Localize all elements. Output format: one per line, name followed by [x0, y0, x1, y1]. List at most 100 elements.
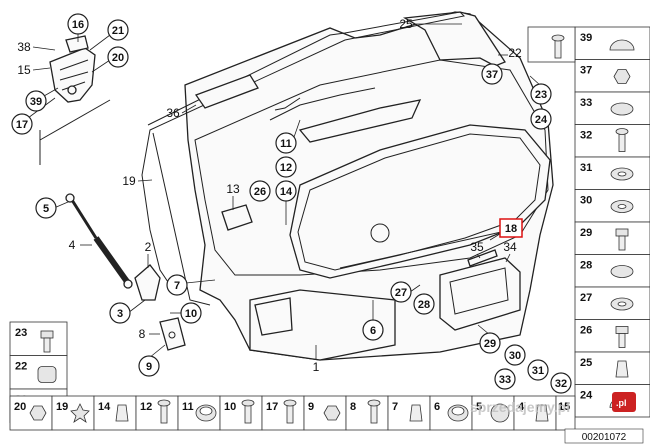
part-number: 7 [392, 401, 398, 413]
callout-label: 13 [226, 182, 240, 196]
callout-27: 27 [390, 281, 412, 303]
part-number: 28 [580, 260, 592, 272]
callout-19: 19 [122, 174, 136, 188]
callout-label: 27 [395, 287, 407, 299]
callout-label: 15 [17, 63, 31, 77]
callout-label: 23 [535, 89, 547, 101]
part-cell-11: 11 [177, 395, 221, 431]
callout-38: 38 [17, 40, 31, 54]
part-cell-39: 39 [574, 26, 650, 60]
callout-label: 12 [280, 162, 292, 174]
part-number: 5 [476, 401, 482, 413]
callout-26: 26 [249, 180, 271, 202]
part-cell-top [527, 26, 576, 63]
part-number: 27 [580, 292, 592, 304]
part-number: 8 [350, 401, 356, 413]
callout-15: 15 [17, 63, 31, 77]
part-number: 32 [580, 130, 592, 142]
part-cell-30: 30 [574, 189, 650, 223]
part-number: 39 [580, 32, 592, 44]
part-number: 29 [580, 227, 592, 239]
callout-label: 9 [146, 361, 152, 373]
callout-7: 7 [166, 274, 188, 296]
callout-label: 24 [535, 114, 548, 126]
part-cell-15: 15 [555, 395, 576, 431]
part-number: 30 [580, 195, 592, 207]
callout-label: 39 [30, 96, 42, 108]
part-number: 23 [15, 327, 27, 339]
callout-label: 14 [280, 186, 293, 198]
part-number: 15 [558, 401, 570, 413]
callout-label: 36 [166, 106, 180, 120]
part-number: 9 [308, 401, 314, 413]
part-cell-29: 29 [574, 221, 650, 255]
part-cell-33: 33 [574, 91, 650, 125]
callout-label: 6 [370, 325, 376, 337]
watermark-logo-icon [612, 392, 636, 412]
part-number: 10 [224, 401, 236, 413]
part-number: 31 [580, 162, 592, 174]
callout-label: 38 [17, 40, 31, 54]
callout-14: 14 [275, 180, 297, 202]
tailgate-drawing [39, 11, 554, 361]
callout-28: 28 [413, 293, 435, 315]
callout-39: 39 [25, 90, 47, 112]
watermark: sprzedajemy.pl .pl [470, 392, 636, 415]
part-cell-27: 27 [574, 286, 650, 320]
callout-34: 34 [503, 240, 517, 254]
callout-32: 32 [550, 372, 572, 394]
part-cell-12: 12 [135, 395, 179, 431]
callout-label: 30 [509, 350, 521, 362]
callout-label: 2 [145, 240, 152, 254]
callout-30: 30 [504, 344, 526, 366]
part-cell-14: 14 [93, 395, 137, 431]
callout-label: 29 [484, 338, 496, 350]
callout-9: 9 [138, 355, 160, 377]
callout-37: 37 [481, 63, 503, 85]
callout-label: 20 [112, 52, 124, 64]
callout-12: 12 [275, 156, 297, 178]
part-number: 25 [580, 357, 592, 369]
callout-label: 7 [174, 280, 180, 292]
callout-21: 21 [107, 19, 129, 41]
callout-label: 31 [532, 365, 544, 377]
part-number: 4 [518, 401, 525, 413]
callout-label: 28 [418, 299, 430, 311]
part-cell-6: 6 [429, 395, 473, 431]
callout-label: 26 [254, 186, 266, 198]
callout-6: 6 [362, 319, 384, 341]
callout-16: 16 [67, 13, 89, 35]
part-number: 19 [56, 401, 68, 413]
part-number: 33 [580, 97, 592, 109]
callout-24: 24 [530, 108, 552, 130]
part-number: 24 [580, 390, 593, 402]
part-number: 22 [15, 361, 27, 373]
callout-3: 3 [109, 302, 131, 324]
callout-label: 34 [503, 240, 517, 254]
callout-label: 37 [486, 69, 498, 81]
callout-label: 1 [313, 360, 320, 374]
callout-25: 25 [399, 17, 413, 31]
callout-5: 5 [35, 197, 57, 219]
callout-label: 21 [112, 25, 124, 37]
part-cell-8: 8 [345, 395, 389, 431]
part-cell-25: 25 [574, 351, 650, 385]
part-cell-7: 7 [387, 395, 431, 431]
callout-label: 22 [508, 46, 522, 60]
part-number: 12 [140, 401, 152, 413]
part-cell-19: 19 [51, 395, 95, 431]
gas-strut [65, 193, 133, 289]
part-cell-32: 32 [574, 124, 650, 158]
callout-label: 11 [280, 138, 292, 150]
part-cell-10: 10 [219, 395, 263, 431]
callout-label: 17 [16, 119, 28, 131]
part-cell-28: 28 [574, 254, 650, 288]
callout-label: 18 [505, 223, 517, 235]
callout-20: 20 [107, 46, 129, 68]
part-number: 37 [580, 65, 592, 77]
part-cell-37: 37 [574, 59, 650, 93]
